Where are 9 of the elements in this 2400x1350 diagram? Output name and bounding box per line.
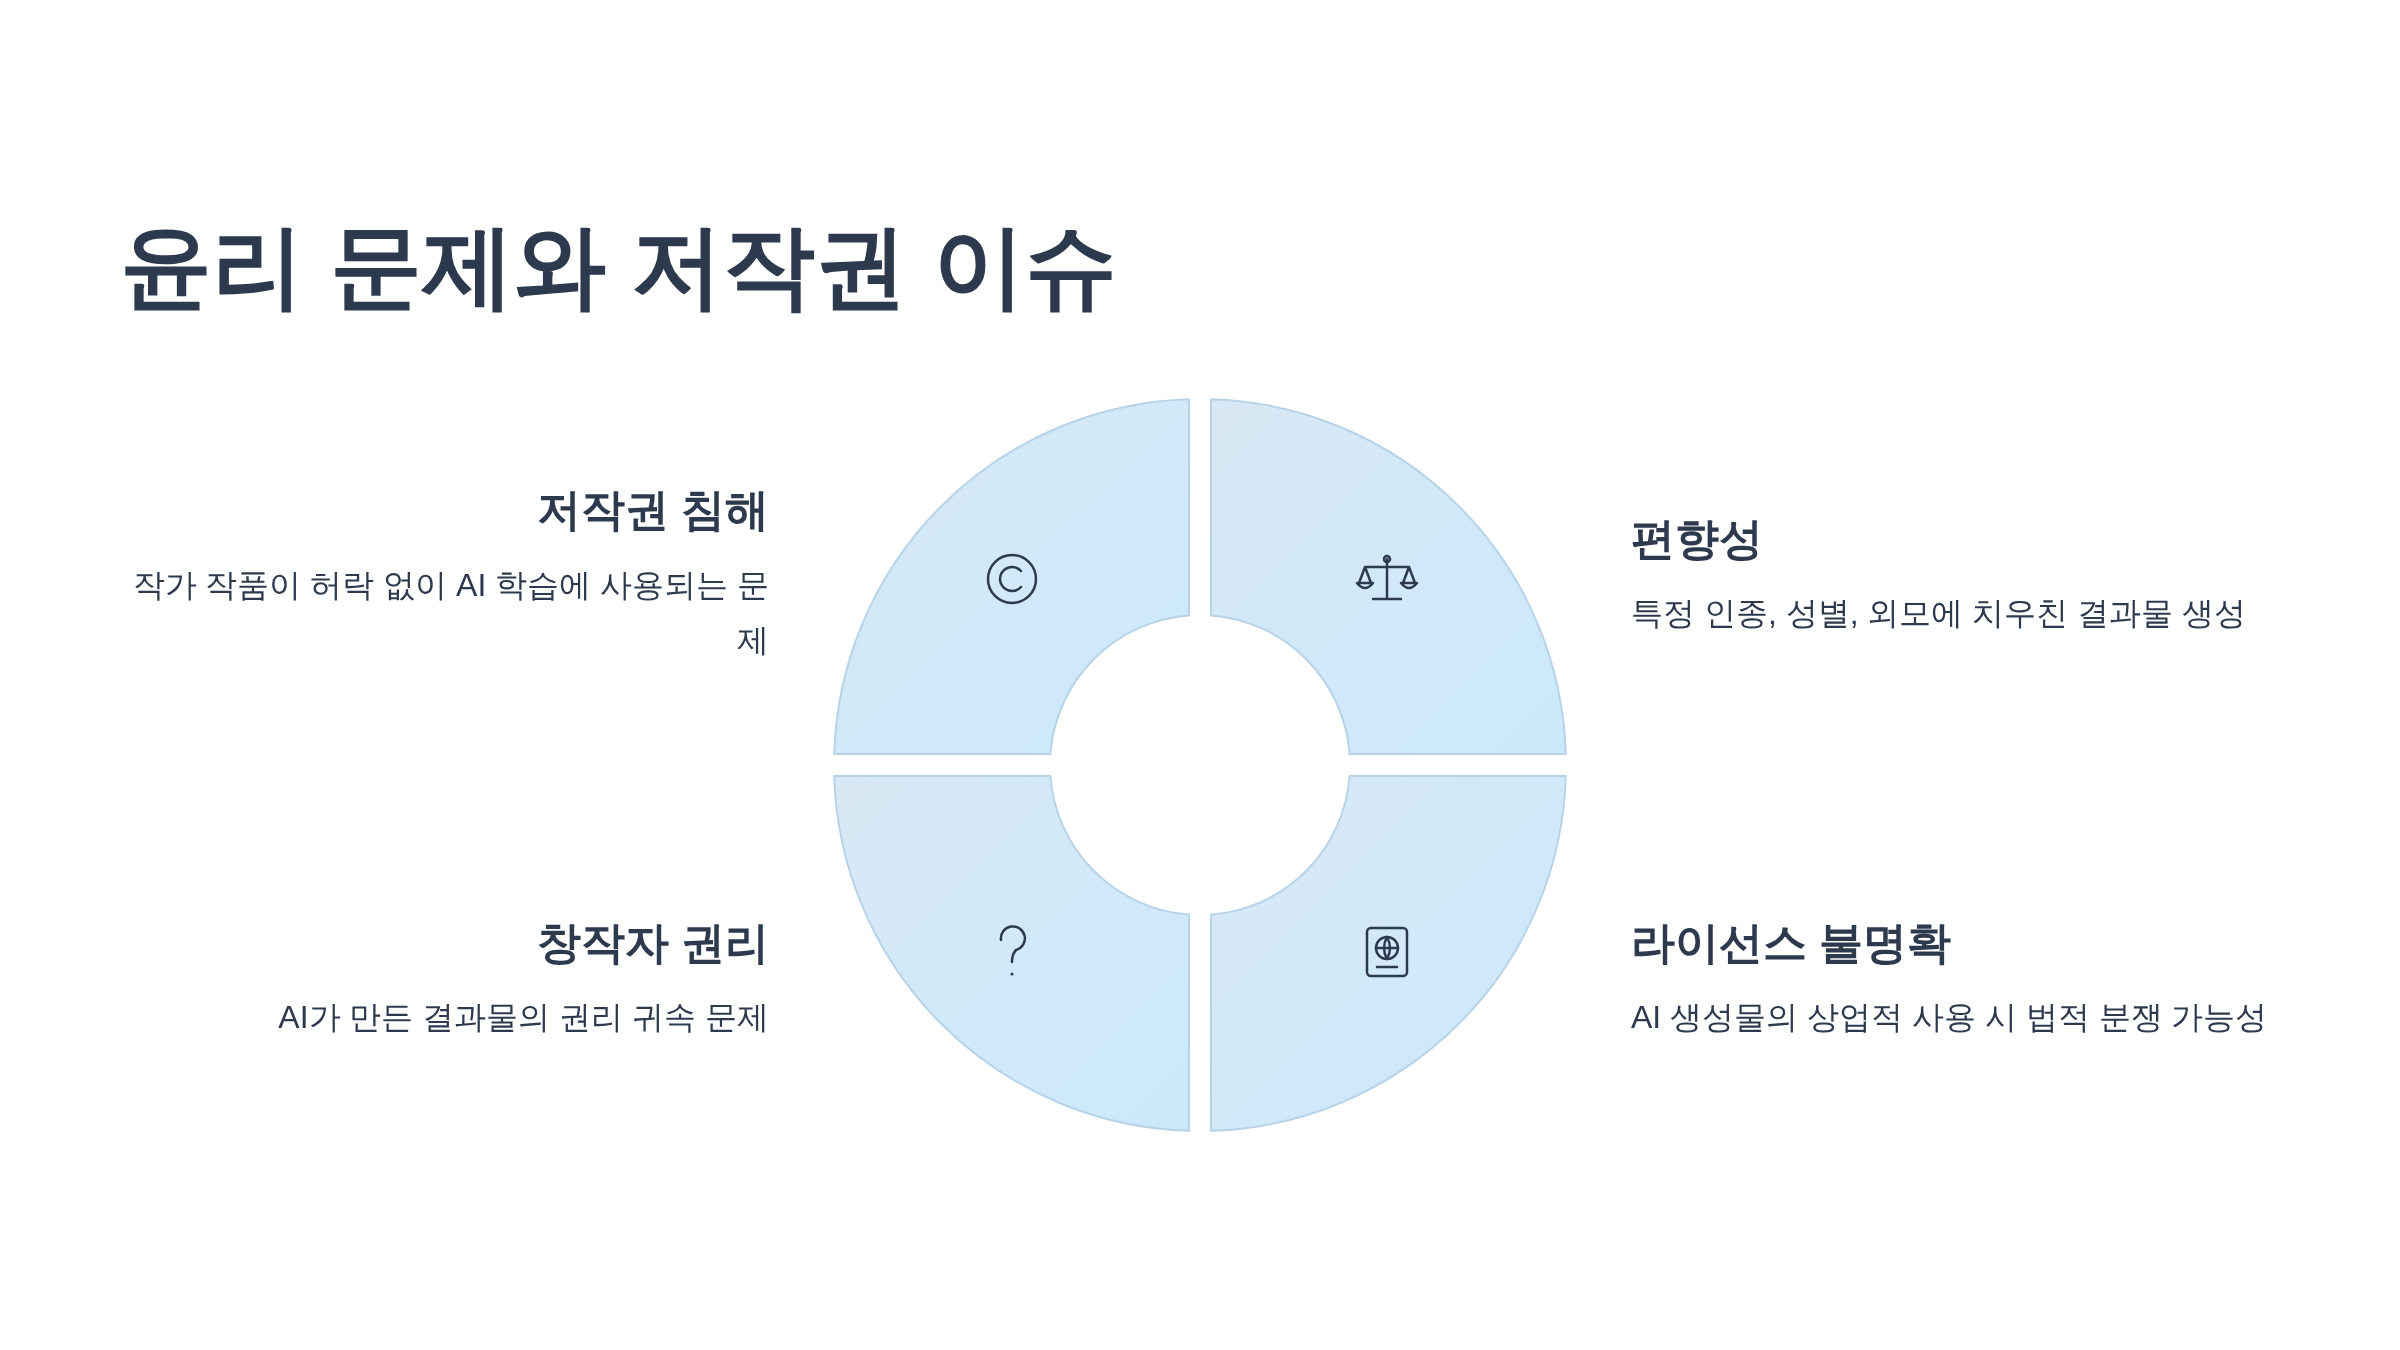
description-text: 작가 작품이 허락 없이 AI 학습에 사용되는 문제 — [131, 566, 769, 660]
description-text: AI가 만든 결과물의 권리 귀속 문제 — [277, 998, 769, 1037]
description-text: AI 생성물의 상업적 사용 시 법적 분쟁 가능성 — [1631, 998, 2269, 1037]
section-heading: 창작자 권리 — [536, 917, 769, 969]
section-heading: 저작권 침해 — [536, 484, 769, 536]
description-text: 특정 인종, 성별, 외모에 치우친 결과물 생성 — [1631, 594, 2248, 633]
slide-title: 윤리 문제와 저작권 이슈 — [120, 214, 1117, 319]
section-heading: 편향성 — [1631, 513, 1763, 565]
section-heading: 라이선스 불명확 — [1631, 917, 1952, 969]
